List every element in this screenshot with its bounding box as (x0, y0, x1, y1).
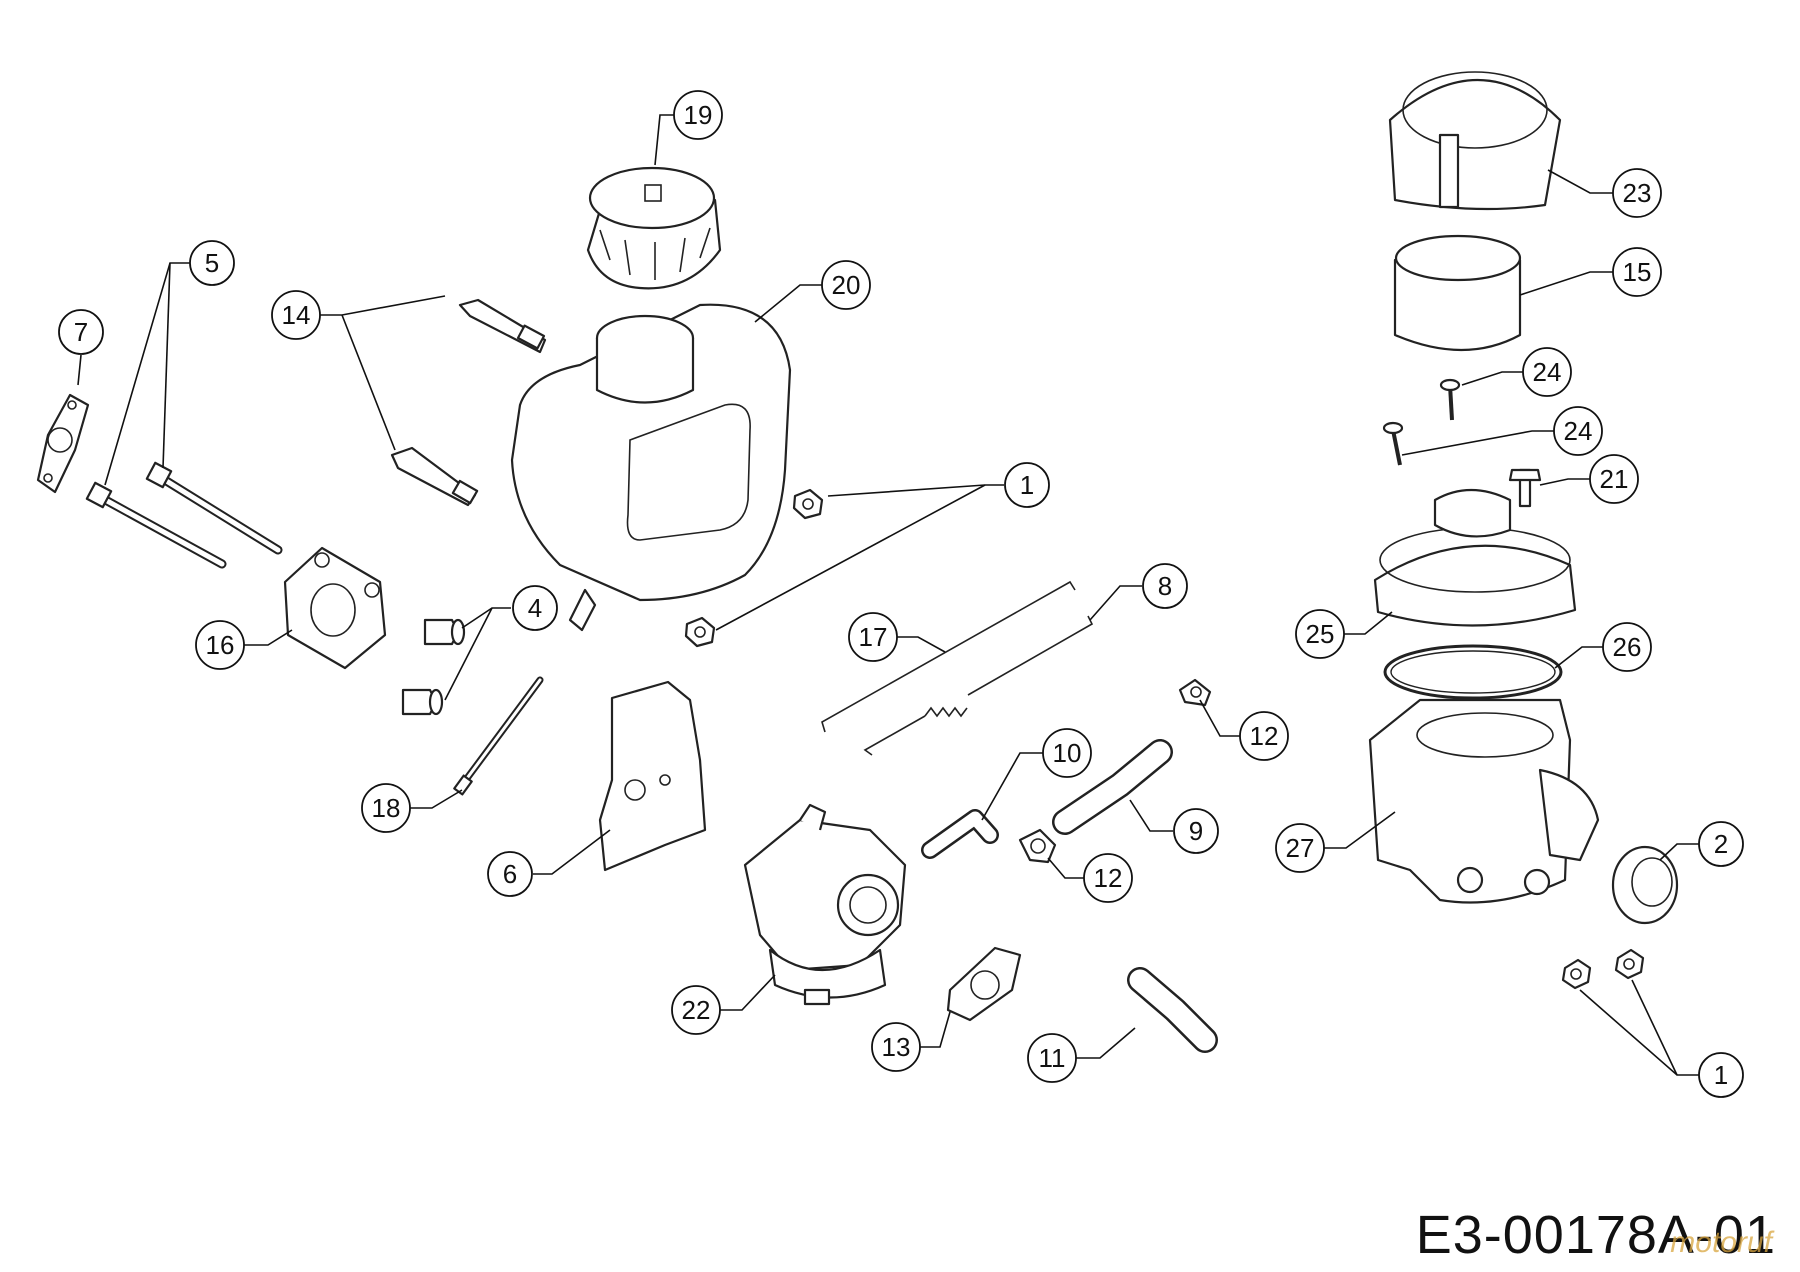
leader-lines (77, 114, 1699, 1076)
svg-text:18: 18 (372, 793, 401, 823)
svg-text:14: 14 (282, 300, 311, 330)
callout-15: 15 (1612, 247, 1662, 297)
svg-text:12: 12 (1094, 863, 1123, 893)
part-governor-rod-17 (821, 580, 1076, 733)
svg-text:9: 9 (1189, 816, 1203, 846)
svg-text:19: 19 (684, 100, 713, 130)
part-nut-1d (1614, 948, 1645, 980)
svg-text:8: 8 (1158, 571, 1172, 601)
svg-text:24: 24 (1533, 357, 1562, 387)
callout-8: 8 (1142, 563, 1188, 609)
part-spacer-16 (283, 546, 387, 670)
svg-text:5: 5 (205, 248, 219, 278)
part-heat-shield-6 (598, 680, 707, 872)
svg-text:16: 16 (206, 630, 235, 660)
callout-12-lower: 12 (1083, 853, 1133, 903)
callout-14: 14 (271, 290, 321, 340)
part-air-filter-cover-23 (1388, 71, 1562, 211)
callout-19: 19 (673, 90, 723, 140)
part-bolt-21 (1508, 468, 1542, 508)
svg-text:2: 2 (1714, 829, 1728, 859)
callout-7: 7 (58, 309, 104, 355)
callout-24-lower: 24 (1553, 406, 1603, 456)
callout-21: 21 (1589, 454, 1639, 504)
part-gasket-13 (946, 946, 1022, 1022)
part-fittings-14 (390, 298, 547, 507)
callout-4: 4 (512, 585, 558, 631)
svg-text:25: 25 (1306, 619, 1335, 649)
callout-22: 22 (671, 985, 721, 1035)
part-fuel-cap-19 (586, 166, 722, 290)
svg-text:27: 27 (1286, 833, 1315, 863)
svg-text:20: 20 (832, 270, 861, 300)
callout-1-upper: 1 (1004, 462, 1050, 508)
callout-26: 26 (1602, 622, 1652, 672)
callout-27: 27 (1275, 823, 1325, 873)
svg-text:6: 6 (503, 859, 517, 889)
part-screws-4 (401, 618, 466, 716)
part-nut-1a (792, 488, 824, 520)
part-carburetor-22 (743, 803, 907, 1006)
callout-17: 17 (848, 612, 898, 662)
part-fuel-hose-10 (921, 809, 999, 859)
svg-text:22: 22 (682, 995, 711, 1025)
part-screw-24a (1439, 378, 1461, 421)
callout-9: 9 (1173, 808, 1219, 854)
part-knob-2 (1611, 845, 1679, 925)
part-nut-1c (1561, 958, 1592, 990)
svg-text:1: 1 (1020, 470, 1034, 500)
part-nut-1b (684, 616, 716, 648)
svg-text:4: 4 (528, 593, 542, 623)
callout-12-upper: 12 (1239, 711, 1289, 761)
svg-text:26: 26 (1613, 632, 1642, 662)
watermark-logo: motoruf (1670, 1226, 1772, 1259)
part-clamp-12a (1178, 678, 1212, 707)
svg-text:13: 13 (882, 1032, 911, 1062)
part-hose-11 (1127, 967, 1218, 1053)
part-fuel-tank-20 (510, 303, 792, 632)
callout-24-upper: 24 (1522, 347, 1572, 397)
part-dipstick-18 (453, 676, 544, 796)
part-screw-24b (1382, 421, 1404, 466)
callout-13: 13 (871, 1022, 921, 1072)
part-housing-27 (1368, 698, 1600, 904)
svg-text:7: 7 (74, 317, 88, 347)
svg-text:12: 12 (1250, 721, 1279, 751)
callout-11: 11 (1027, 1033, 1077, 1083)
part-clamp-12b (1018, 828, 1057, 864)
svg-text:23: 23 (1623, 178, 1652, 208)
part-gasket-7 (36, 393, 90, 494)
callout-23: 23 (1612, 168, 1662, 218)
callout-16: 16 (195, 620, 245, 670)
callout-1-lower: 1 (1698, 1052, 1744, 1098)
part-choke-rod-8 (863, 615, 1094, 756)
svg-text:21: 21 (1600, 464, 1629, 494)
callout-18: 18 (361, 783, 411, 833)
part-o-ring-26 (1383, 644, 1563, 700)
callout-5: 5 (189, 240, 235, 286)
part-air-filter-base-25 (1373, 488, 1577, 627)
part-bolts-5 (85, 461, 283, 569)
svg-text:10: 10 (1053, 738, 1082, 768)
callout-2: 2 (1698, 821, 1744, 867)
svg-text:24: 24 (1564, 416, 1593, 446)
callout-10: 10 (1042, 728, 1092, 778)
callout-20: 20 (821, 260, 871, 310)
svg-text:11: 11 (1039, 1043, 1066, 1073)
callout-25: 25 (1295, 609, 1345, 659)
drawing-code: E3-00178A-01 (1415, 1205, 1776, 1265)
part-foam-filter-15 (1393, 234, 1522, 352)
svg-text:15: 15 (1623, 257, 1652, 287)
svg-text:17: 17 (859, 622, 888, 652)
callout-6: 6 (487, 851, 533, 897)
svg-text:1: 1 (1714, 1060, 1728, 1090)
part-hose-9 (1052, 739, 1173, 835)
